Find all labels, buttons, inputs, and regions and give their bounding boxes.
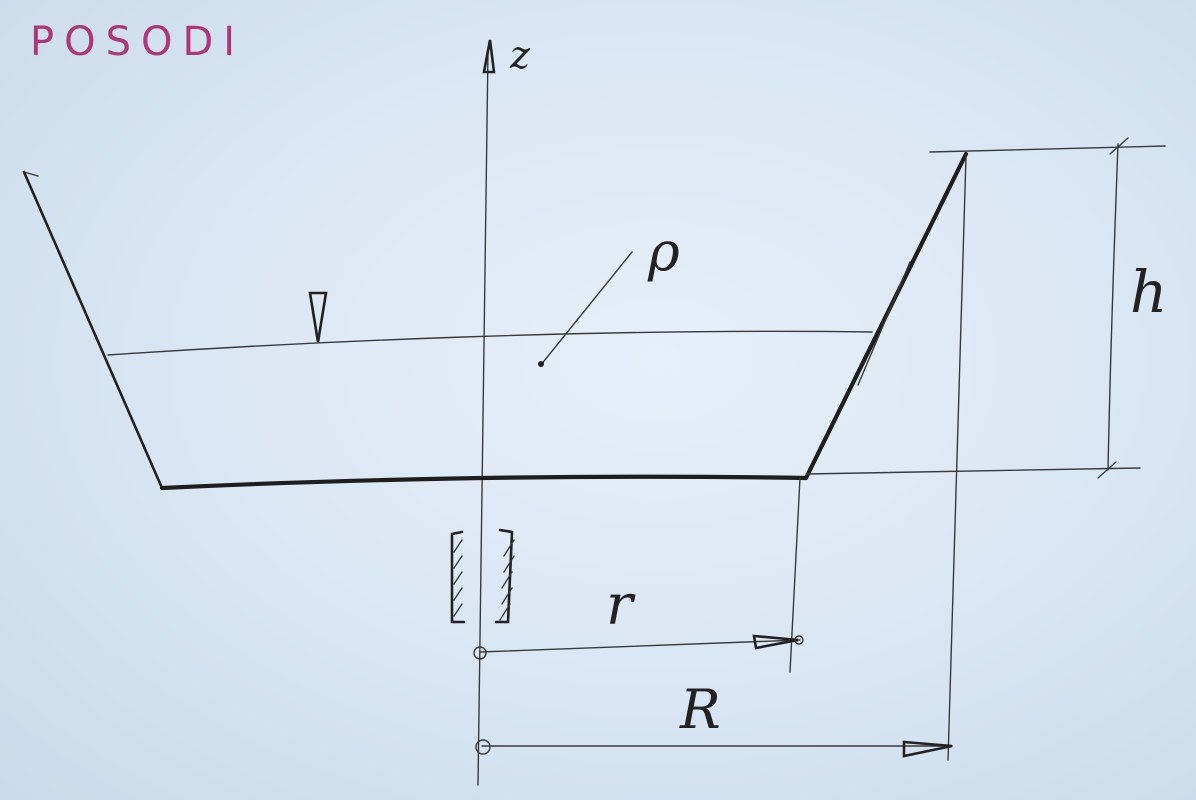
outer-radius-origin (475, 739, 491, 755)
vessel-left-wall (22, 170, 164, 490)
height-label: h (1130, 258, 1167, 326)
height-tick-bottom (1097, 461, 1117, 479)
height-dimension-line (1107, 143, 1119, 471)
inner-radius-line (479, 639, 801, 653)
density-point (538, 361, 544, 367)
z-axis-line (477, 49, 489, 786)
inner-radius-origin (473, 646, 487, 660)
inner-radius-end (794, 635, 804, 645)
vessel-bottom (159, 474, 809, 491)
title: POSODI (30, 19, 245, 65)
z-axis-arrow-icon (482, 39, 496, 74)
bearing-icon (450, 528, 515, 624)
outer-radius-label: R (679, 678, 721, 741)
free-surface-line (107, 330, 873, 356)
free-surface-marker-icon (308, 291, 328, 343)
left-wall-tick (23, 171, 39, 177)
right-wall-shading (857, 261, 911, 386)
vessel-right-wall (803, 151, 969, 481)
density-label: ρ (647, 220, 680, 283)
outer-radius-arrow-icon (902, 740, 953, 758)
inner-radius-label: r (606, 573, 636, 638)
height-extension-bottom (805, 467, 1141, 475)
inner-radius-arrow-icon (752, 634, 799, 650)
z-axis-label: z (509, 33, 531, 77)
density-leader-line (539, 251, 633, 367)
height-extension-top (929, 145, 1166, 153)
height-tick-top (1109, 137, 1129, 155)
inner-radius-projection (789, 477, 801, 673)
outer-radius-projection (947, 155, 967, 761)
